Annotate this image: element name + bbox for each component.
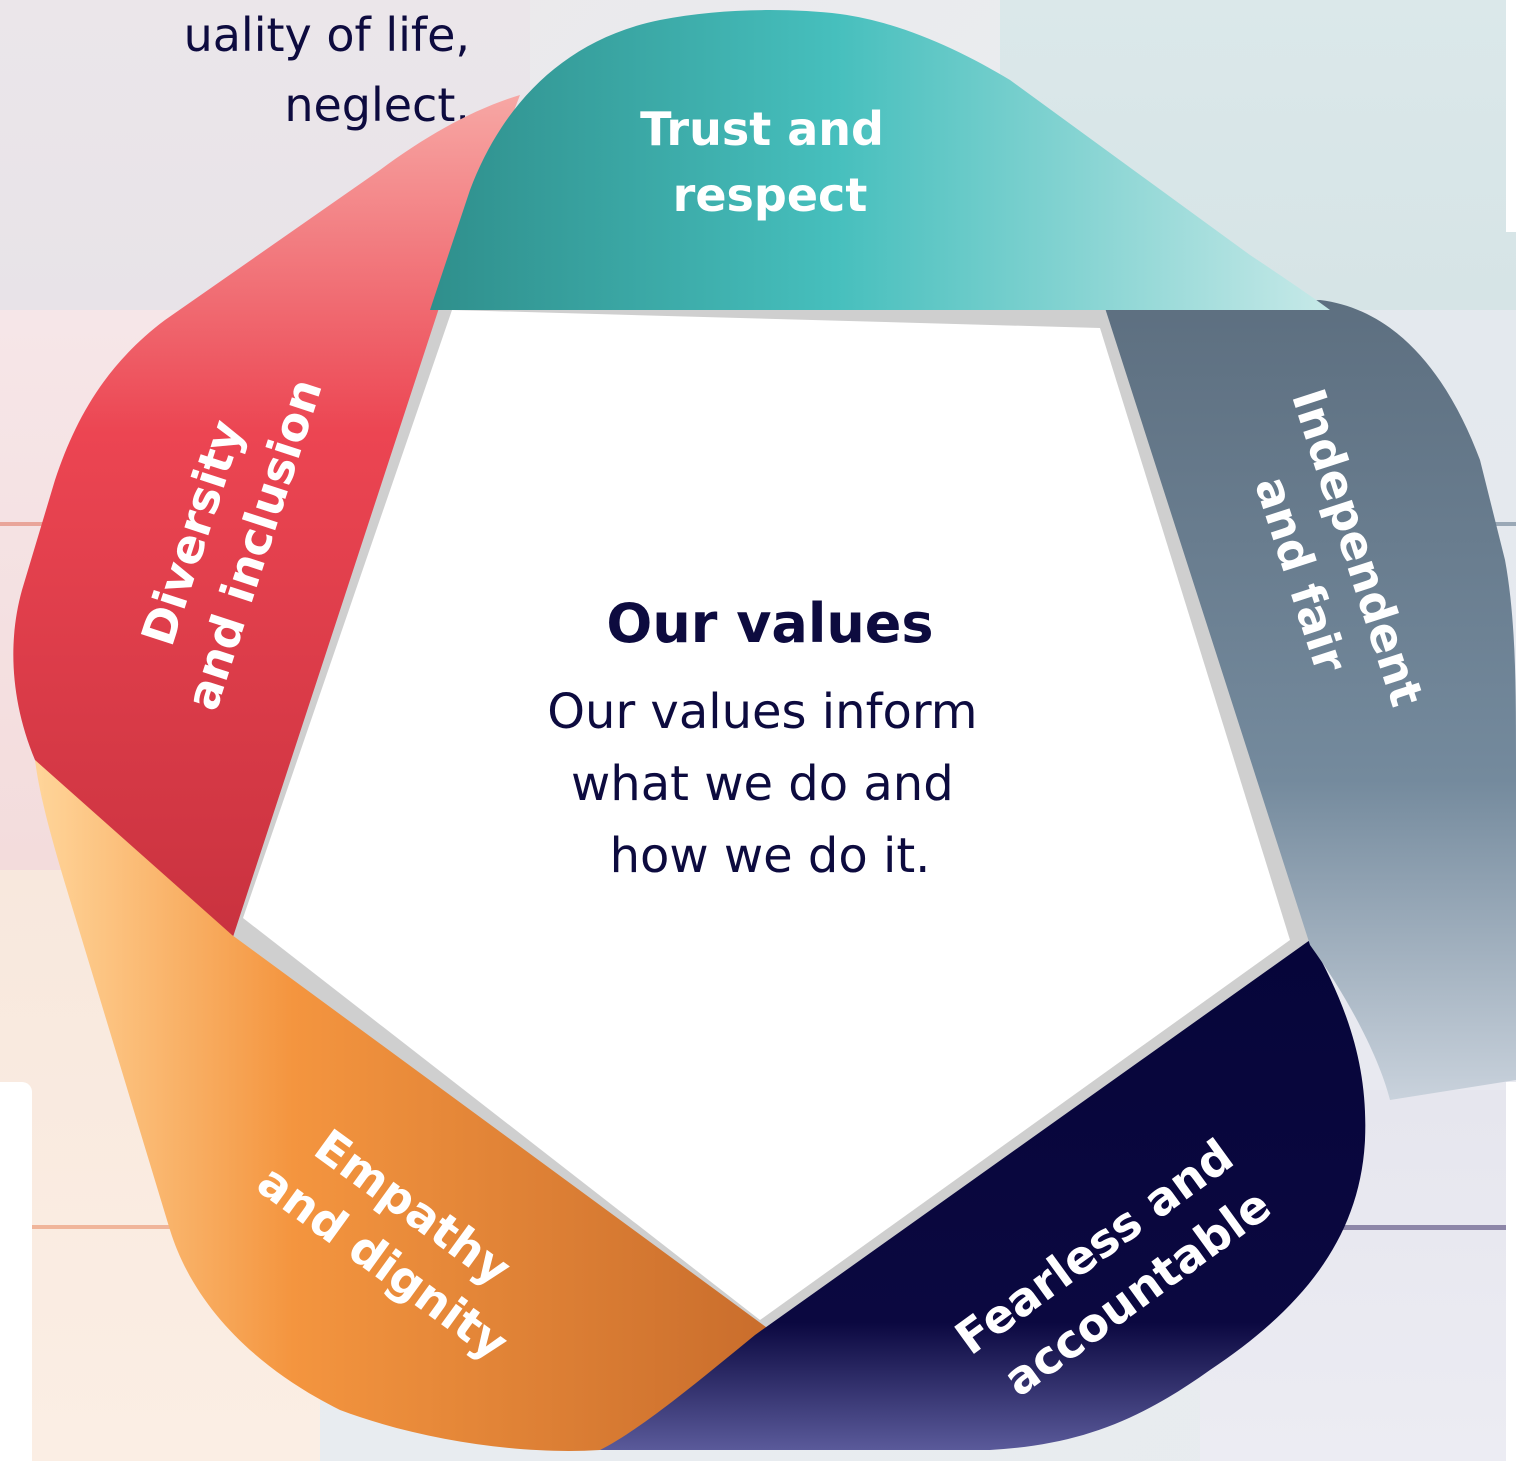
segment-independent — [1105, 300, 1516, 1100]
center-body: Our values inform what we do and how we … — [547, 684, 993, 884]
center-body-line: how we do it. — [610, 828, 931, 884]
label-trust: Trust and respect — [640, 102, 900, 222]
segment-fearless — [600, 940, 1366, 1450]
divider-line-left — [0, 522, 60, 526]
label-trust-line2: respect — [673, 168, 868, 222]
card-left-edge — [0, 1082, 32, 1461]
divider-line-bottom-right — [1330, 1225, 1506, 1230]
center-body-line: what we do and — [571, 756, 954, 812]
center-pentagon — [243, 310, 1290, 1320]
card-right-top-edge — [1506, 0, 1516, 232]
label-trust-line1: Trust and — [640, 102, 884, 156]
segment-empathy — [35, 760, 770, 1451]
intro-line: uality of life, — [183, 8, 470, 62]
divider-line-right — [1490, 522, 1516, 526]
intro-text: uality of life, neglect. — [0, 0, 470, 140]
intro-line: neglect. — [284, 78, 470, 132]
divider-line-bottom-left — [32, 1225, 232, 1229]
segment-diversity — [13, 95, 520, 940]
segment-trust — [430, 10, 1330, 311]
card-right-edge — [1506, 1082, 1516, 1461]
center-body-line: Our values inform — [547, 684, 977, 740]
center-title: Our values — [606, 592, 933, 655]
